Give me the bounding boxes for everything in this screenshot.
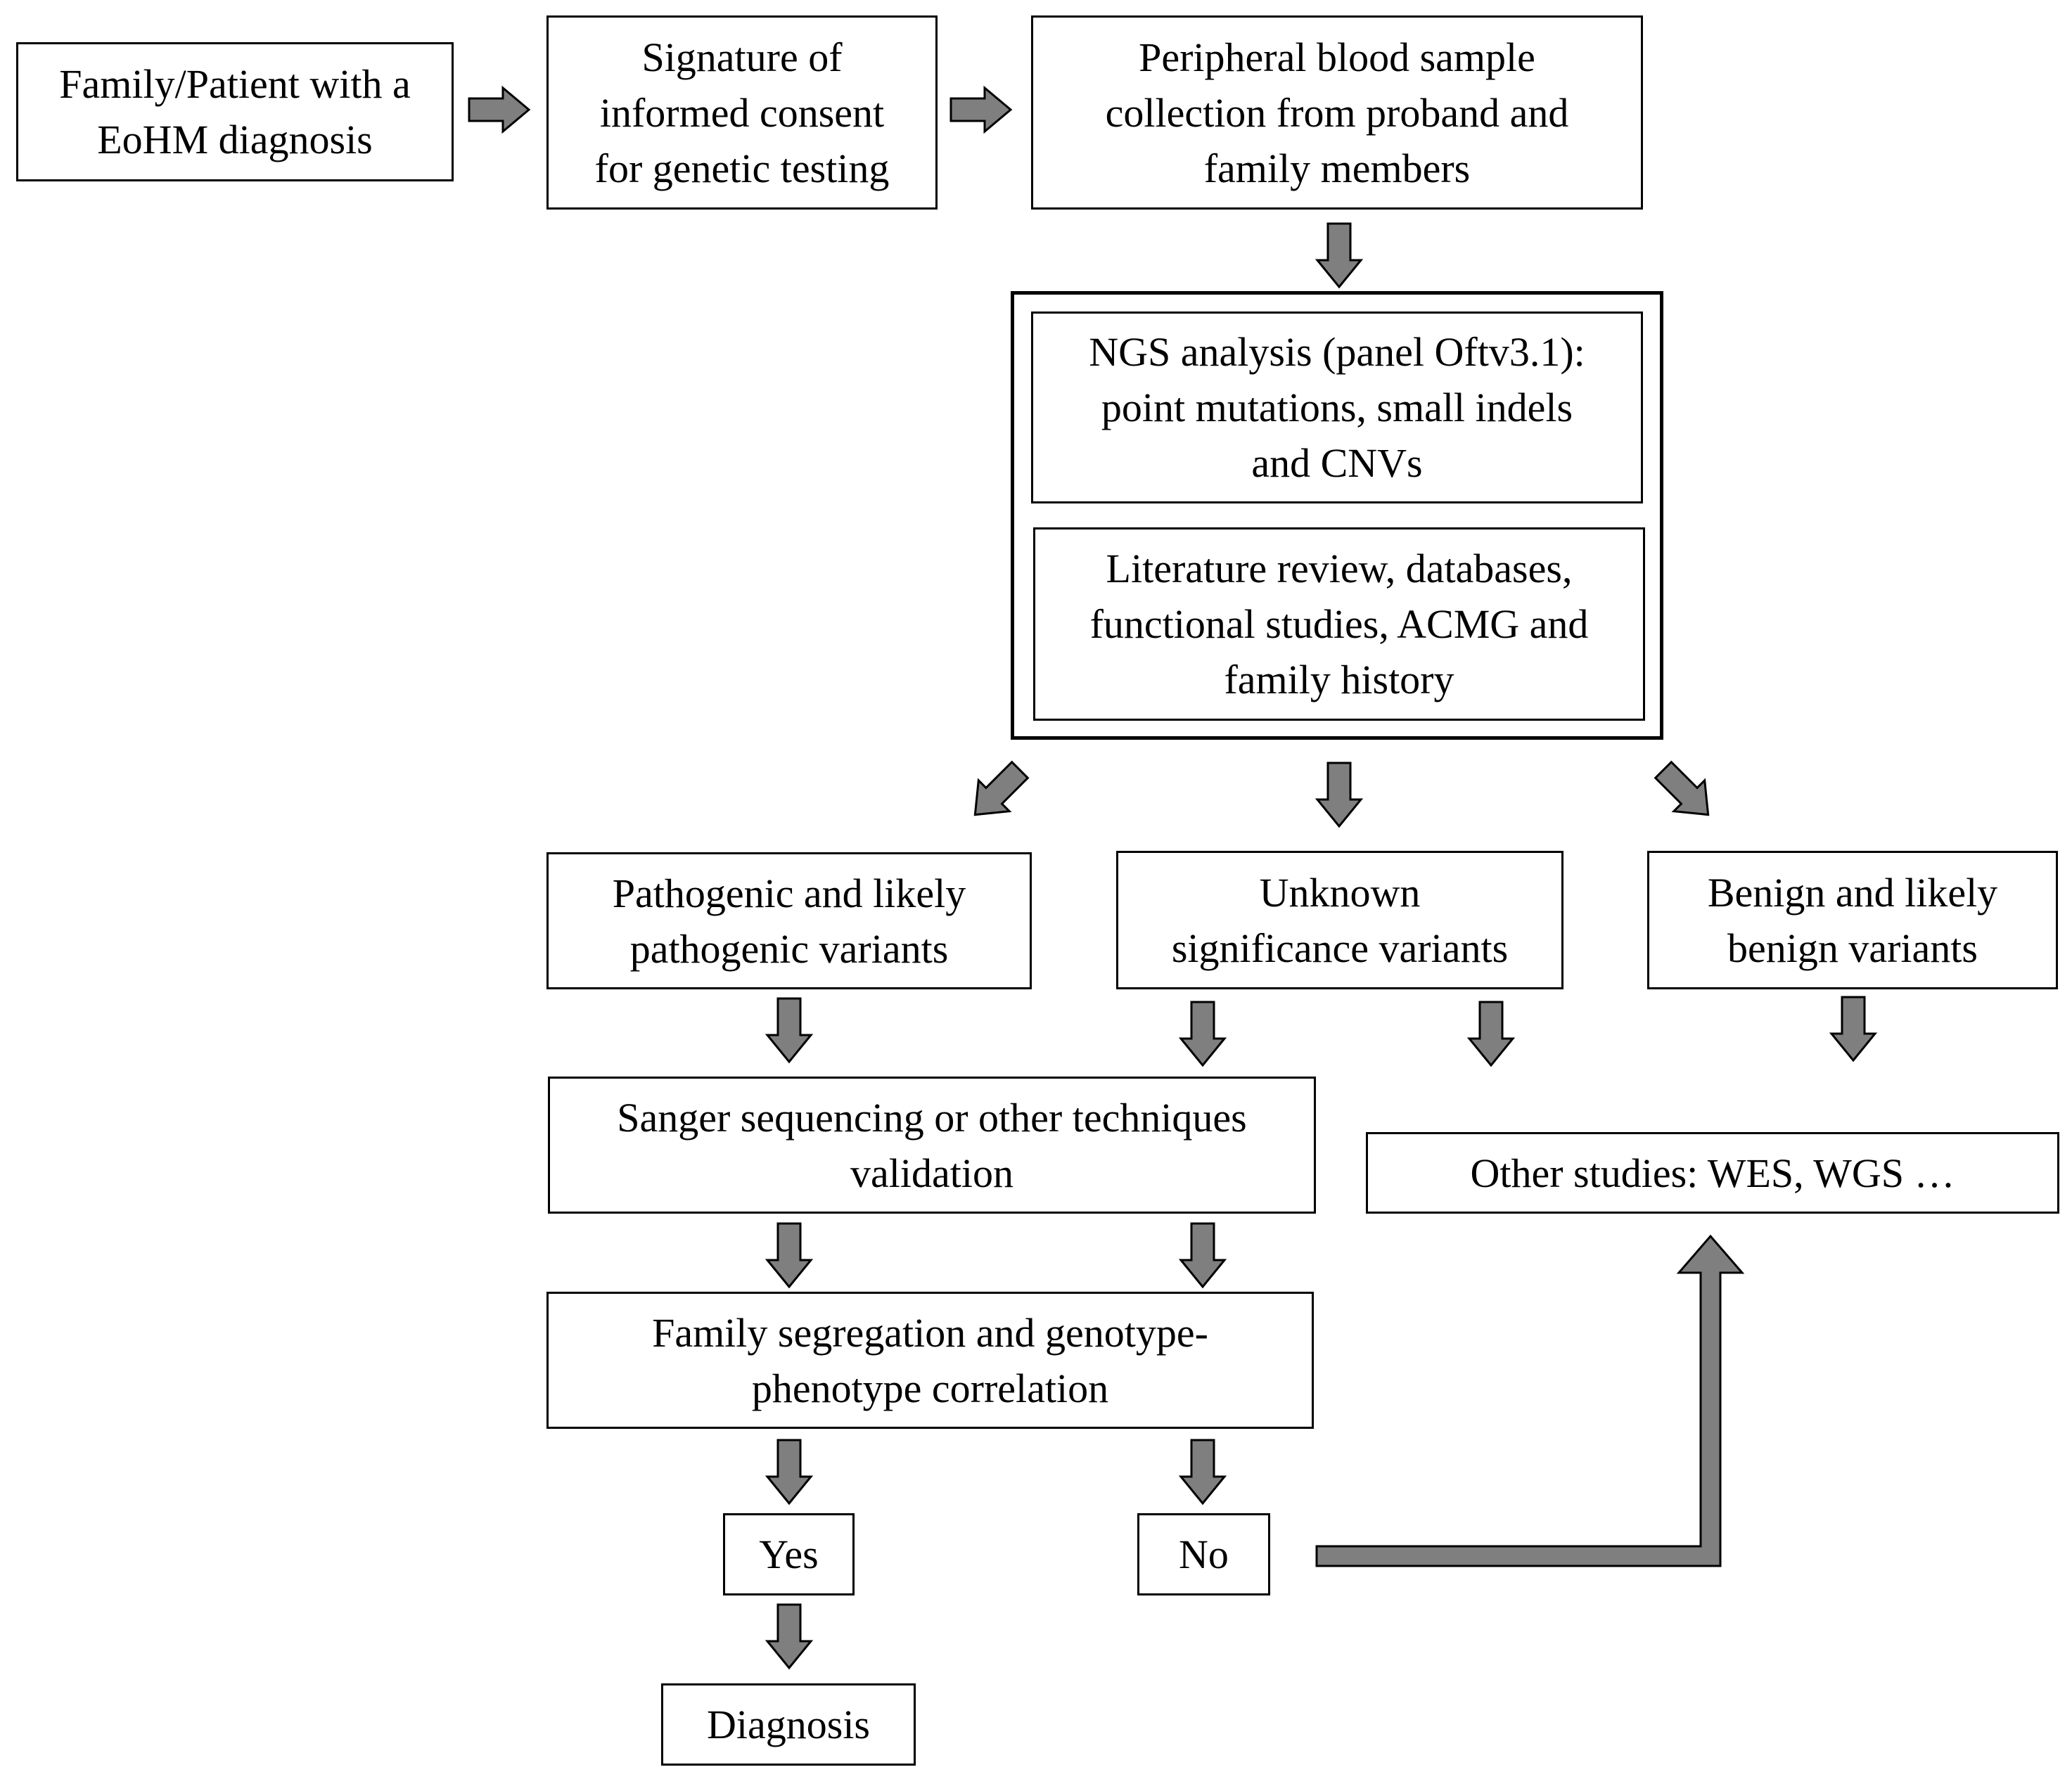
consent-box: Signature of informed consent for geneti… [546, 15, 938, 210]
arrow-consent-to-blood [949, 86, 1012, 133]
unknown-significance-box: Unknown significance variants [1116, 851, 1563, 989]
arrow-yes-to-diagnosis [766, 1603, 812, 1669]
arrow-sanger-to-segregation-right [1179, 1222, 1226, 1288]
patient-box: Family/Patient with a EoHM diagnosis [16, 42, 454, 181]
segregation-box: Family segregation and genotype- phenoty… [546, 1292, 1314, 1429]
pathogenic-variants-box: Pathogenic and likely pathogenic variant… [546, 852, 1032, 989]
benign-variants-box: Benign and likely benign variants [1647, 851, 2058, 989]
diagnosis-box: Diagnosis [661, 1683, 916, 1766]
arrow-patient-to-consent [468, 86, 530, 133]
analysis-group [1011, 291, 1663, 740]
arrow-pathogenic-to-sanger [766, 997, 812, 1063]
arrow-unknown-to-other-studies [1468, 1001, 1514, 1067]
arrow-to-benign [1646, 753, 1725, 832]
arrow-to-unknown [1316, 762, 1362, 828]
literature-review-box: Literature review, databases, functional… [1033, 527, 1645, 721]
yes-box: Yes [723, 1513, 855, 1595]
arrow-unknown-to-sanger [1179, 1001, 1226, 1067]
arrow-blood-to-analysis [1316, 222, 1362, 288]
arrow-sanger-to-segregation-left [766, 1222, 812, 1288]
ngs-analysis-box: NGS analysis (panel Oftv3.1): point muta… [1031, 312, 1643, 503]
sanger-validation-box: Sanger sequencing or other techniques va… [548, 1077, 1316, 1214]
arrow-to-pathogenic [958, 753, 1037, 832]
arrow-benign-to-other-studies [1830, 996, 1876, 1062]
arrow-no-to-other-studies [1315, 1234, 1745, 1567]
arrow-segregation-to-yes [766, 1439, 812, 1505]
blood-sample-box: Peripheral blood sample collection from … [1031, 15, 1643, 210]
no-box: No [1137, 1513, 1270, 1595]
other-studies-box: Other studies: WES, WGS … [1366, 1132, 2059, 1214]
arrow-segregation-to-no [1179, 1439, 1226, 1505]
